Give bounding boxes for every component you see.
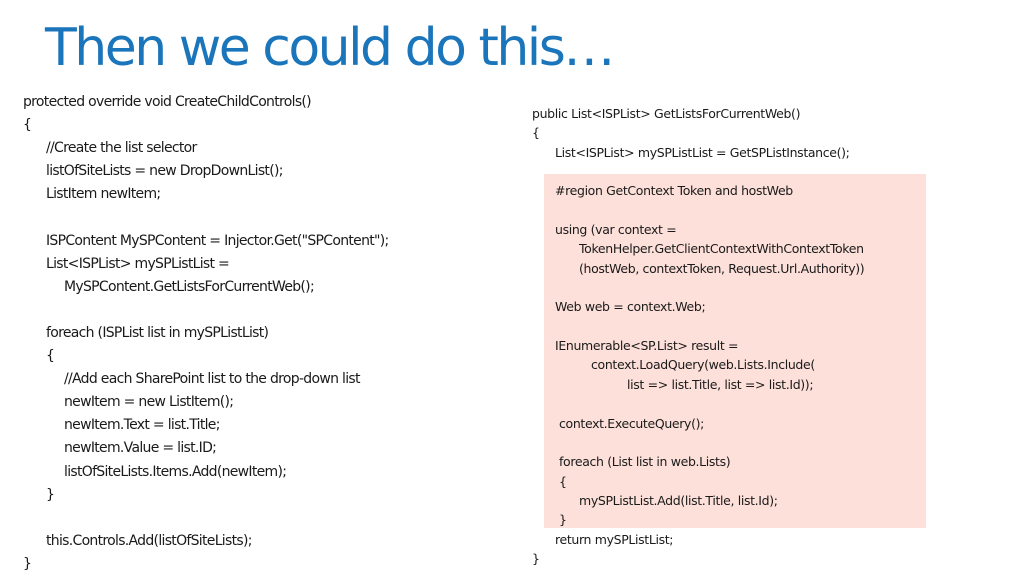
code-line: List<ISPList> mySPListList =	[46, 255, 230, 272]
code-line: MySPContent.GetListsForCurrentWeb();	[64, 278, 315, 295]
code-line	[532, 162, 864, 181]
code-line	[532, 433, 864, 452]
code-line: //Create the list selector	[46, 140, 197, 157]
code-line: list => list.Title, list => list.Id));	[627, 376, 814, 392]
code-line: return mySPListList;	[555, 531, 674, 547]
code-line: (hostWeb, contextToken, Request.Url.Auth…	[579, 260, 865, 276]
code-line: listOfSiteLists = new DropDownList();	[46, 163, 283, 180]
code-line: public List<ISPList> GetListsForCurrentW…	[532, 106, 801, 121]
code-line: TokenHelper.GetClientContextWithContextT…	[579, 241, 864, 257]
code-line: }	[559, 512, 567, 528]
code-line: newItem.Text = list.Title;	[64, 417, 220, 434]
code-line: IEnumerable<SP.List> result =	[555, 338, 739, 354]
code-line: {	[559, 473, 567, 489]
left-code-block: protected override void CreateChildContr…	[23, 91, 389, 576]
code-line	[532, 394, 864, 413]
slide-title: Then we could do this…	[45, 18, 615, 78]
code-line	[23, 206, 389, 229]
code-line: context.LoadQuery(web.Lists.Include(	[591, 357, 815, 373]
code-line: ListItem newItem;	[46, 186, 161, 203]
code-line: #region GetContext Token and hostWeb	[555, 183, 793, 199]
code-line: using (var context =	[555, 222, 677, 238]
code-line: List<ISPList> mySPListList = GetSPListIn…	[555, 144, 850, 160]
code-line: protected override void CreateChildContr…	[23, 94, 312, 110]
code-line	[532, 201, 864, 220]
code-line	[23, 507, 389, 530]
code-line: listOfSiteLists.Items.Add(newItem);	[64, 463, 287, 480]
code-line: ISPContent MySPContent = Injector.Get("S…	[46, 232, 389, 249]
code-line: Web web = context.Web;	[555, 299, 706, 315]
code-line: newItem = new ListItem();	[64, 394, 234, 411]
code-line: this.Controls.Add(listOfSiteLists);	[46, 532, 252, 549]
code-line: {	[46, 348, 55, 365]
code-line: foreach (List list in web.Lists)	[559, 454, 731, 470]
highlighted-code-block	[544, 174, 926, 528]
code-line: }	[23, 555, 32, 572]
right-code-block: public List<ISPList> GetListsForCurrentW…	[532, 104, 865, 568]
code-line: //Add each SharePoint list to the drop-d…	[64, 371, 360, 388]
code-line: {	[532, 125, 540, 141]
code-line: foreach (ISPList list in mySPListList)	[46, 324, 269, 341]
code-line	[532, 317, 864, 336]
code-line: }	[46, 486, 55, 503]
code-line	[23, 299, 389, 322]
code-line	[532, 278, 864, 297]
code-line: context.ExecuteQuery();	[559, 415, 704, 431]
code-line: newItem.Value = list.ID;	[64, 440, 217, 457]
code-line: {	[23, 117, 32, 134]
code-line: mySPListList.Add(list.Title, list.Id);	[579, 492, 778, 508]
code-line: }	[532, 550, 540, 566]
